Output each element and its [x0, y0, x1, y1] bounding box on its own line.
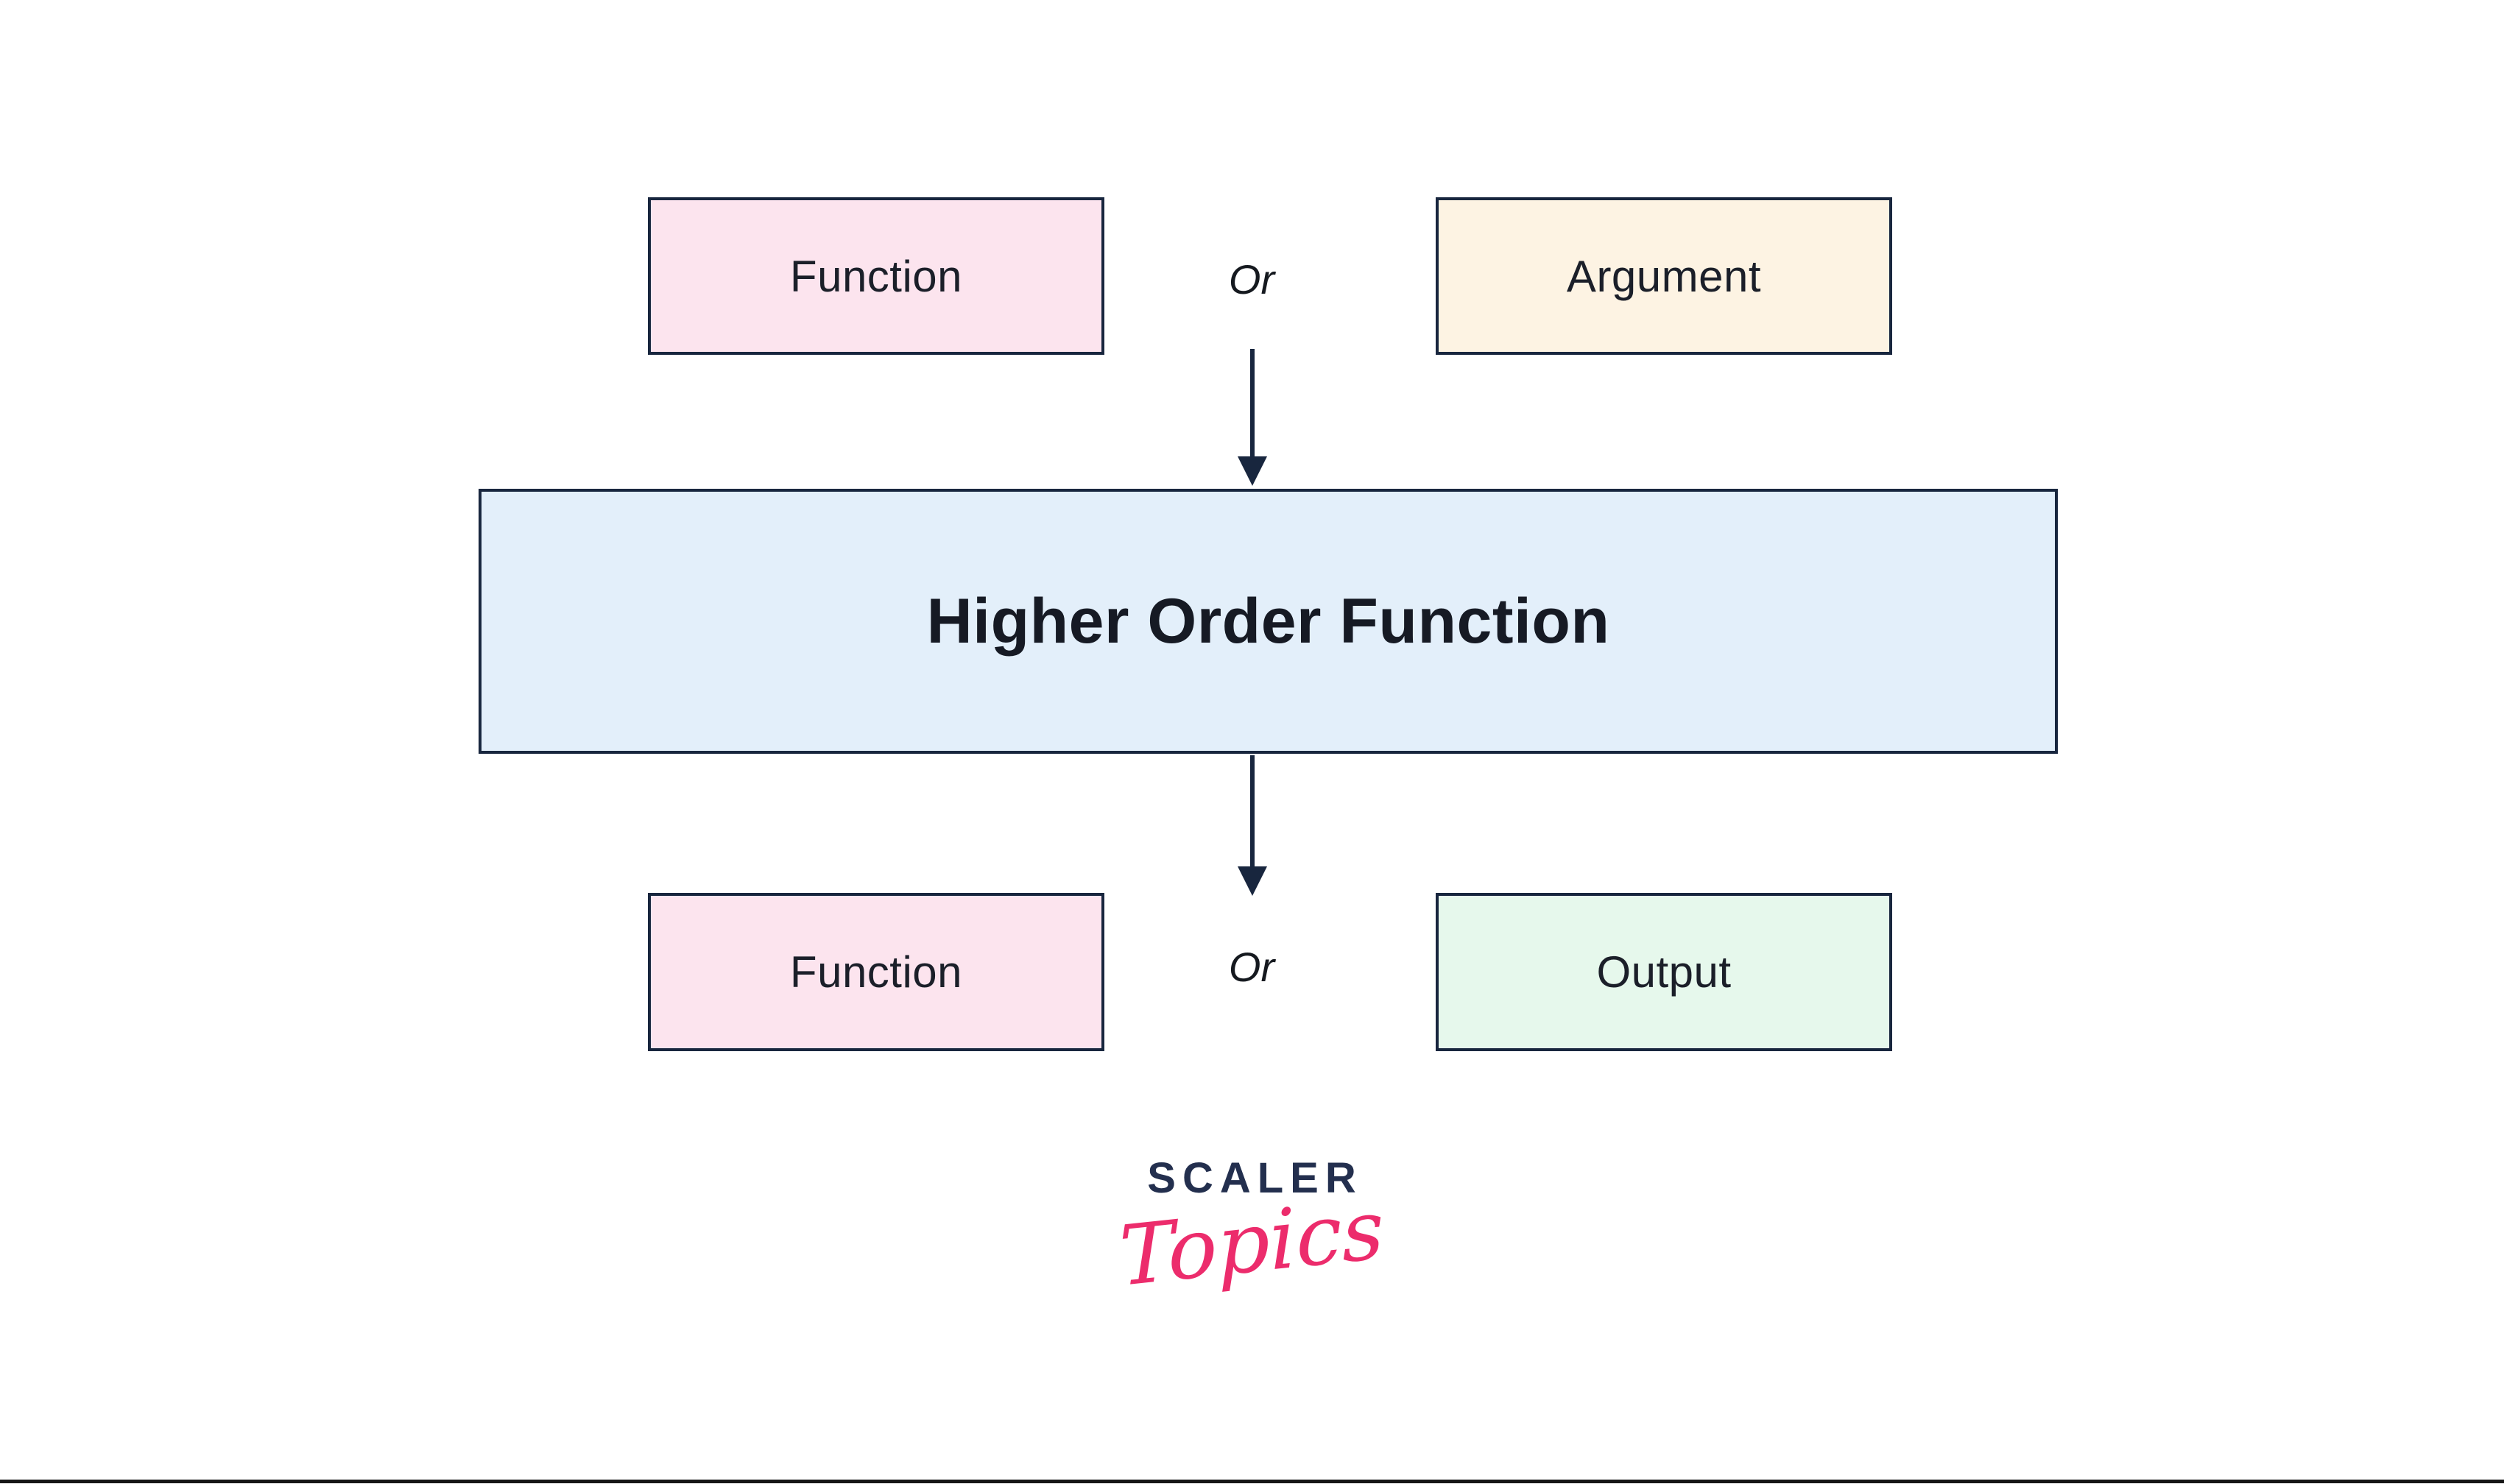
node-argument-label: Argument — [1566, 251, 1762, 301]
or-label-bottom: Or — [1228, 944, 1275, 990]
down-arrow-top — [1238, 349, 1267, 486]
node-function-bottom-label: Function — [789, 947, 963, 997]
or-label-top: Or — [1228, 256, 1275, 303]
down-arrow-bottom — [1238, 755, 1267, 896]
node-function-top-label: Function — [789, 251, 963, 301]
node-argument: Argument — [1436, 197, 1892, 355]
node-higher-order-function: Higher Order Function — [479, 489, 2058, 754]
scaler-topics-logo: SCALER Topics — [1097, 1157, 1406, 1305]
bottom-divider — [0, 1480, 2504, 1483]
node-function-top: Function — [648, 197, 1104, 355]
node-output-label: Output — [1596, 947, 1732, 997]
arrow-head — [1238, 456, 1267, 486]
arrow-head — [1238, 866, 1267, 896]
node-function-bottom: Function — [648, 893, 1104, 1051]
node-output: Output — [1436, 893, 1892, 1051]
logo-subbrand-text: Topics — [1118, 1181, 1386, 1305]
logo-brand-text: SCALER — [1147, 1154, 1363, 1202]
node-higher-order-function-label: Higher Order Function — [926, 585, 1610, 657]
